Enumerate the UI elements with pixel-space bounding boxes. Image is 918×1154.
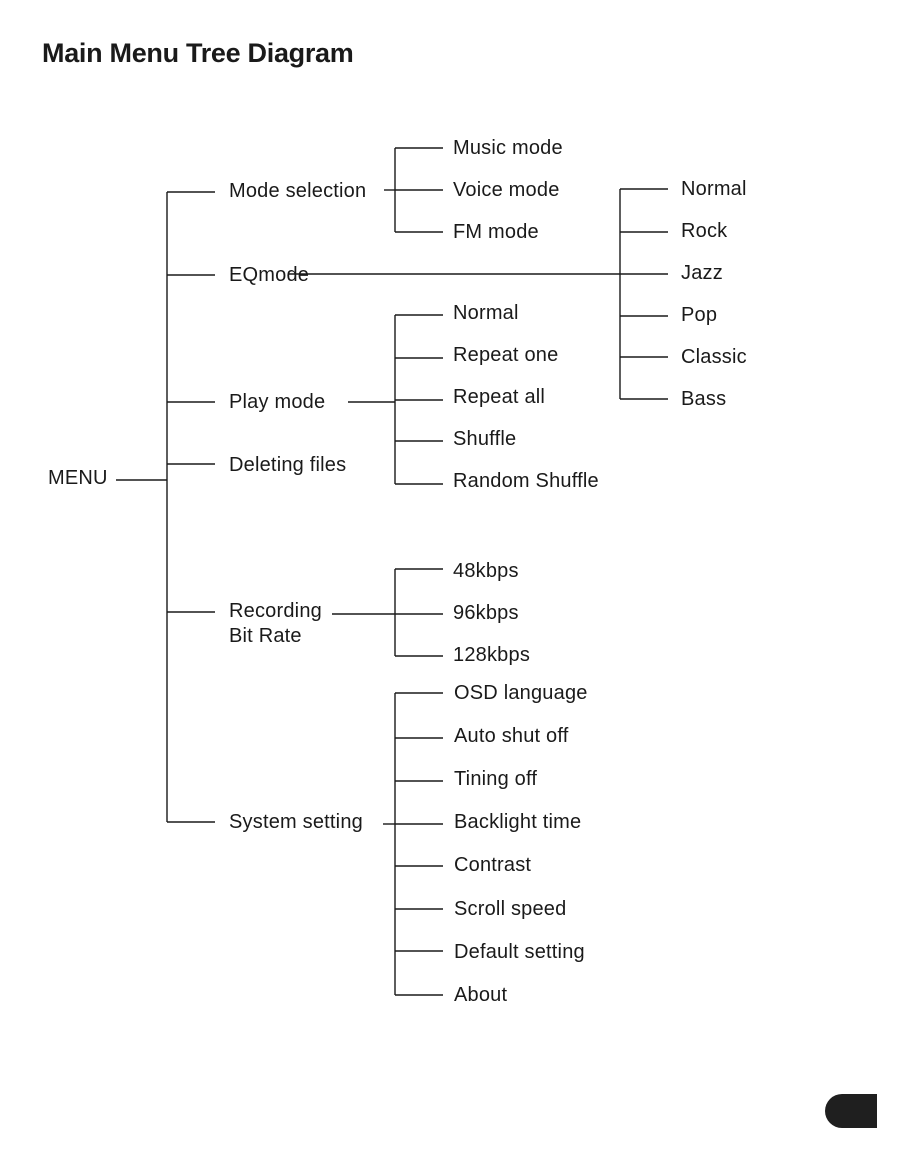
recording-bit-rate-label: Recording Bit Rate (229, 599, 322, 649)
system-item-about: About (454, 984, 508, 1006)
eq-item-rock: Rock (681, 220, 728, 242)
page-title: Main Menu Tree Diagram (42, 38, 354, 68)
recording-item-96kbps: 96kbps (453, 602, 519, 624)
recording-label-line1: Recording (229, 600, 322, 622)
recording-item-48kbps: 48kbps (453, 560, 519, 582)
system-item-default-setting: Default setting (454, 941, 585, 963)
play-item-repeat-all: Repeat all (453, 386, 546, 408)
eq-item-pop: Pop (681, 304, 718, 326)
menu-root-label: MENU (48, 467, 108, 489)
play-mode-label: Play mode (229, 391, 326, 413)
system-item-backlight-time: Backlight time (454, 811, 582, 833)
eq-item-bass: Bass (681, 388, 727, 410)
mode-selection-label: Mode selection (229, 180, 367, 202)
recording-label-line2: Bit Rate (229, 625, 302, 647)
recording-item-128kbps: 128kbps (453, 644, 531, 666)
play-item-random-shuffle: Random Shuffle (453, 470, 599, 492)
mode-item-fm: FM mode (453, 221, 539, 243)
mode-item-music: Music mode (453, 137, 563, 159)
system-item-tining-off: Tining off (454, 768, 538, 790)
eq-item-jazz: Jazz (681, 262, 723, 284)
page-tab-marker (825, 1094, 877, 1128)
eq-item-normal: Normal (681, 178, 747, 200)
system-item-osd-language: OSD language (454, 682, 588, 704)
system-item-contrast: Contrast (454, 854, 532, 876)
play-item-shuffle: Shuffle (453, 428, 517, 450)
system-setting-label: System setting (229, 811, 363, 833)
play-item-repeat-one: Repeat one (453, 344, 559, 366)
eq-item-classic: Classic (681, 346, 747, 368)
deleting-files-label: Deleting files (229, 454, 347, 476)
mode-item-voice: Voice mode (453, 179, 560, 201)
system-item-scroll-speed: Scroll speed (454, 898, 567, 920)
system-item-auto-shut-off: Auto shut off (454, 725, 569, 747)
play-item-normal: Normal (453, 302, 519, 324)
eq-mode-label: EQmode (229, 264, 310, 286)
